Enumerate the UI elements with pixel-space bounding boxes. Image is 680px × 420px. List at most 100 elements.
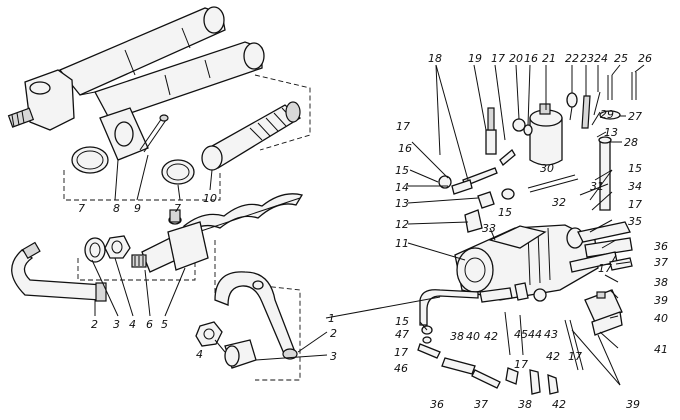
- label-7b: 7: [174, 202, 181, 215]
- label-20: 20: [509, 52, 523, 65]
- label-19: 19: [468, 52, 482, 65]
- label-32: 32: [552, 196, 566, 209]
- label-38: 38: [654, 276, 668, 289]
- spiral-auger: [178, 193, 304, 241]
- label-47: 47: [395, 328, 409, 341]
- leader-lines-left: [91, 154, 328, 361]
- union-3-lower: [224, 339, 257, 369]
- elbow-13: [477, 191, 495, 209]
- label-24: 24: [594, 52, 608, 65]
- label-16b: 16: [398, 142, 412, 155]
- fitting-16-top: [523, 124, 533, 136]
- label-26: 26: [638, 52, 652, 65]
- fitting-20: [512, 118, 526, 132]
- fitting-37: [609, 257, 633, 271]
- label-38c: 38: [518, 398, 532, 411]
- label-17f: 17: [568, 350, 582, 363]
- label-8: 8: [113, 202, 120, 215]
- label-15: 15: [395, 164, 409, 177]
- fitting-17-bottom: [505, 367, 519, 385]
- rod-25-26: [607, 72, 637, 100]
- label-37b: 37: [474, 398, 488, 411]
- label-18: 18: [428, 52, 442, 65]
- stem-45: [504, 311, 511, 356]
- valve-19: [485, 107, 497, 155]
- body-5: [167, 209, 209, 271]
- bracket-34: [577, 221, 631, 243]
- fitting-42-bottom: [547, 374, 559, 395]
- dashed-guide-5: [254, 284, 301, 381]
- motor-33: [488, 225, 547, 249]
- label-17d: 17: [598, 262, 612, 275]
- label-13: 13: [395, 197, 409, 210]
- label-34: 34: [628, 180, 642, 193]
- fitting-22: [566, 92, 578, 121]
- tank-21: [529, 103, 563, 166]
- label-44: 44: [528, 328, 542, 341]
- label-12: 12: [395, 218, 409, 231]
- label-41: 41: [654, 343, 668, 356]
- label-17e: 17: [394, 346, 408, 359]
- label-17: 17: [491, 52, 505, 65]
- label-3b: 3: [330, 350, 337, 363]
- bolt-9: [139, 114, 169, 153]
- label-39: 39: [654, 294, 668, 307]
- label-33: 33: [482, 222, 496, 235]
- stem-17-right: [564, 319, 579, 371]
- fitting-38-bottom: [529, 369, 541, 395]
- label-15c: 15: [628, 162, 642, 175]
- fitting-15-b: [501, 188, 515, 200]
- label-36: 36: [654, 240, 668, 253]
- label-15d: 15: [395, 315, 409, 328]
- label-9: 9: [134, 202, 141, 215]
- dashed-guide-1: [63, 170, 221, 201]
- o-ring-7-right-inner: [166, 163, 190, 181]
- stem-44: [519, 314, 524, 356]
- label-4b: 4: [196, 348, 203, 361]
- bent-pipe-2-left: [11, 241, 107, 302]
- label-10: 10: [203, 192, 217, 205]
- label-25: 25: [614, 52, 628, 65]
- label-42: 42: [484, 330, 498, 343]
- bracket-12: [464, 209, 483, 233]
- label-21: 21: [542, 52, 556, 65]
- line-30b: [529, 178, 579, 193]
- label-29: 29: [600, 108, 614, 121]
- nut-4: [104, 235, 131, 259]
- label-23: 23: [580, 52, 594, 65]
- label-42c: 42: [552, 398, 566, 411]
- label-46: 46: [394, 362, 408, 375]
- label-40b: 40: [466, 330, 480, 343]
- label-2: 2: [91, 318, 98, 331]
- o-ring-7-left-inner: [76, 150, 104, 170]
- nut-4-lower: [195, 321, 223, 347]
- label-11: 11: [395, 237, 409, 250]
- label-40: 40: [654, 312, 668, 325]
- label-37: 37: [654, 256, 668, 269]
- fitting-17-lower: [417, 343, 441, 359]
- fitting-6: [131, 237, 177, 273]
- label-38b: 38: [450, 330, 464, 343]
- union-3: [84, 237, 106, 263]
- label-35: 35: [628, 215, 642, 228]
- label-45: 45: [514, 328, 528, 341]
- line-30: [527, 174, 576, 189]
- lower-pipe-assembly: [419, 282, 547, 326]
- fitting-46-36: [441, 357, 476, 375]
- label-17b: 17: [396, 120, 410, 133]
- label-42b: 42: [546, 350, 560, 363]
- fitting-47: [422, 336, 432, 344]
- label-30: 30: [540, 162, 554, 175]
- leader-lines: [325, 64, 645, 386]
- label-14: 14: [395, 181, 409, 194]
- dashed-guide-3: [77, 258, 196, 281]
- stem-39: [569, 319, 584, 371]
- fitting-17-upper: [499, 149, 516, 166]
- end-cap-nozzle: [7, 69, 75, 131]
- pump-base-40-41: [584, 289, 623, 336]
- dashed-guide-2: [254, 74, 311, 151]
- label-15b: 15: [498, 206, 512, 219]
- label-31: 31: [590, 180, 604, 193]
- label-17g: 17: [514, 358, 528, 371]
